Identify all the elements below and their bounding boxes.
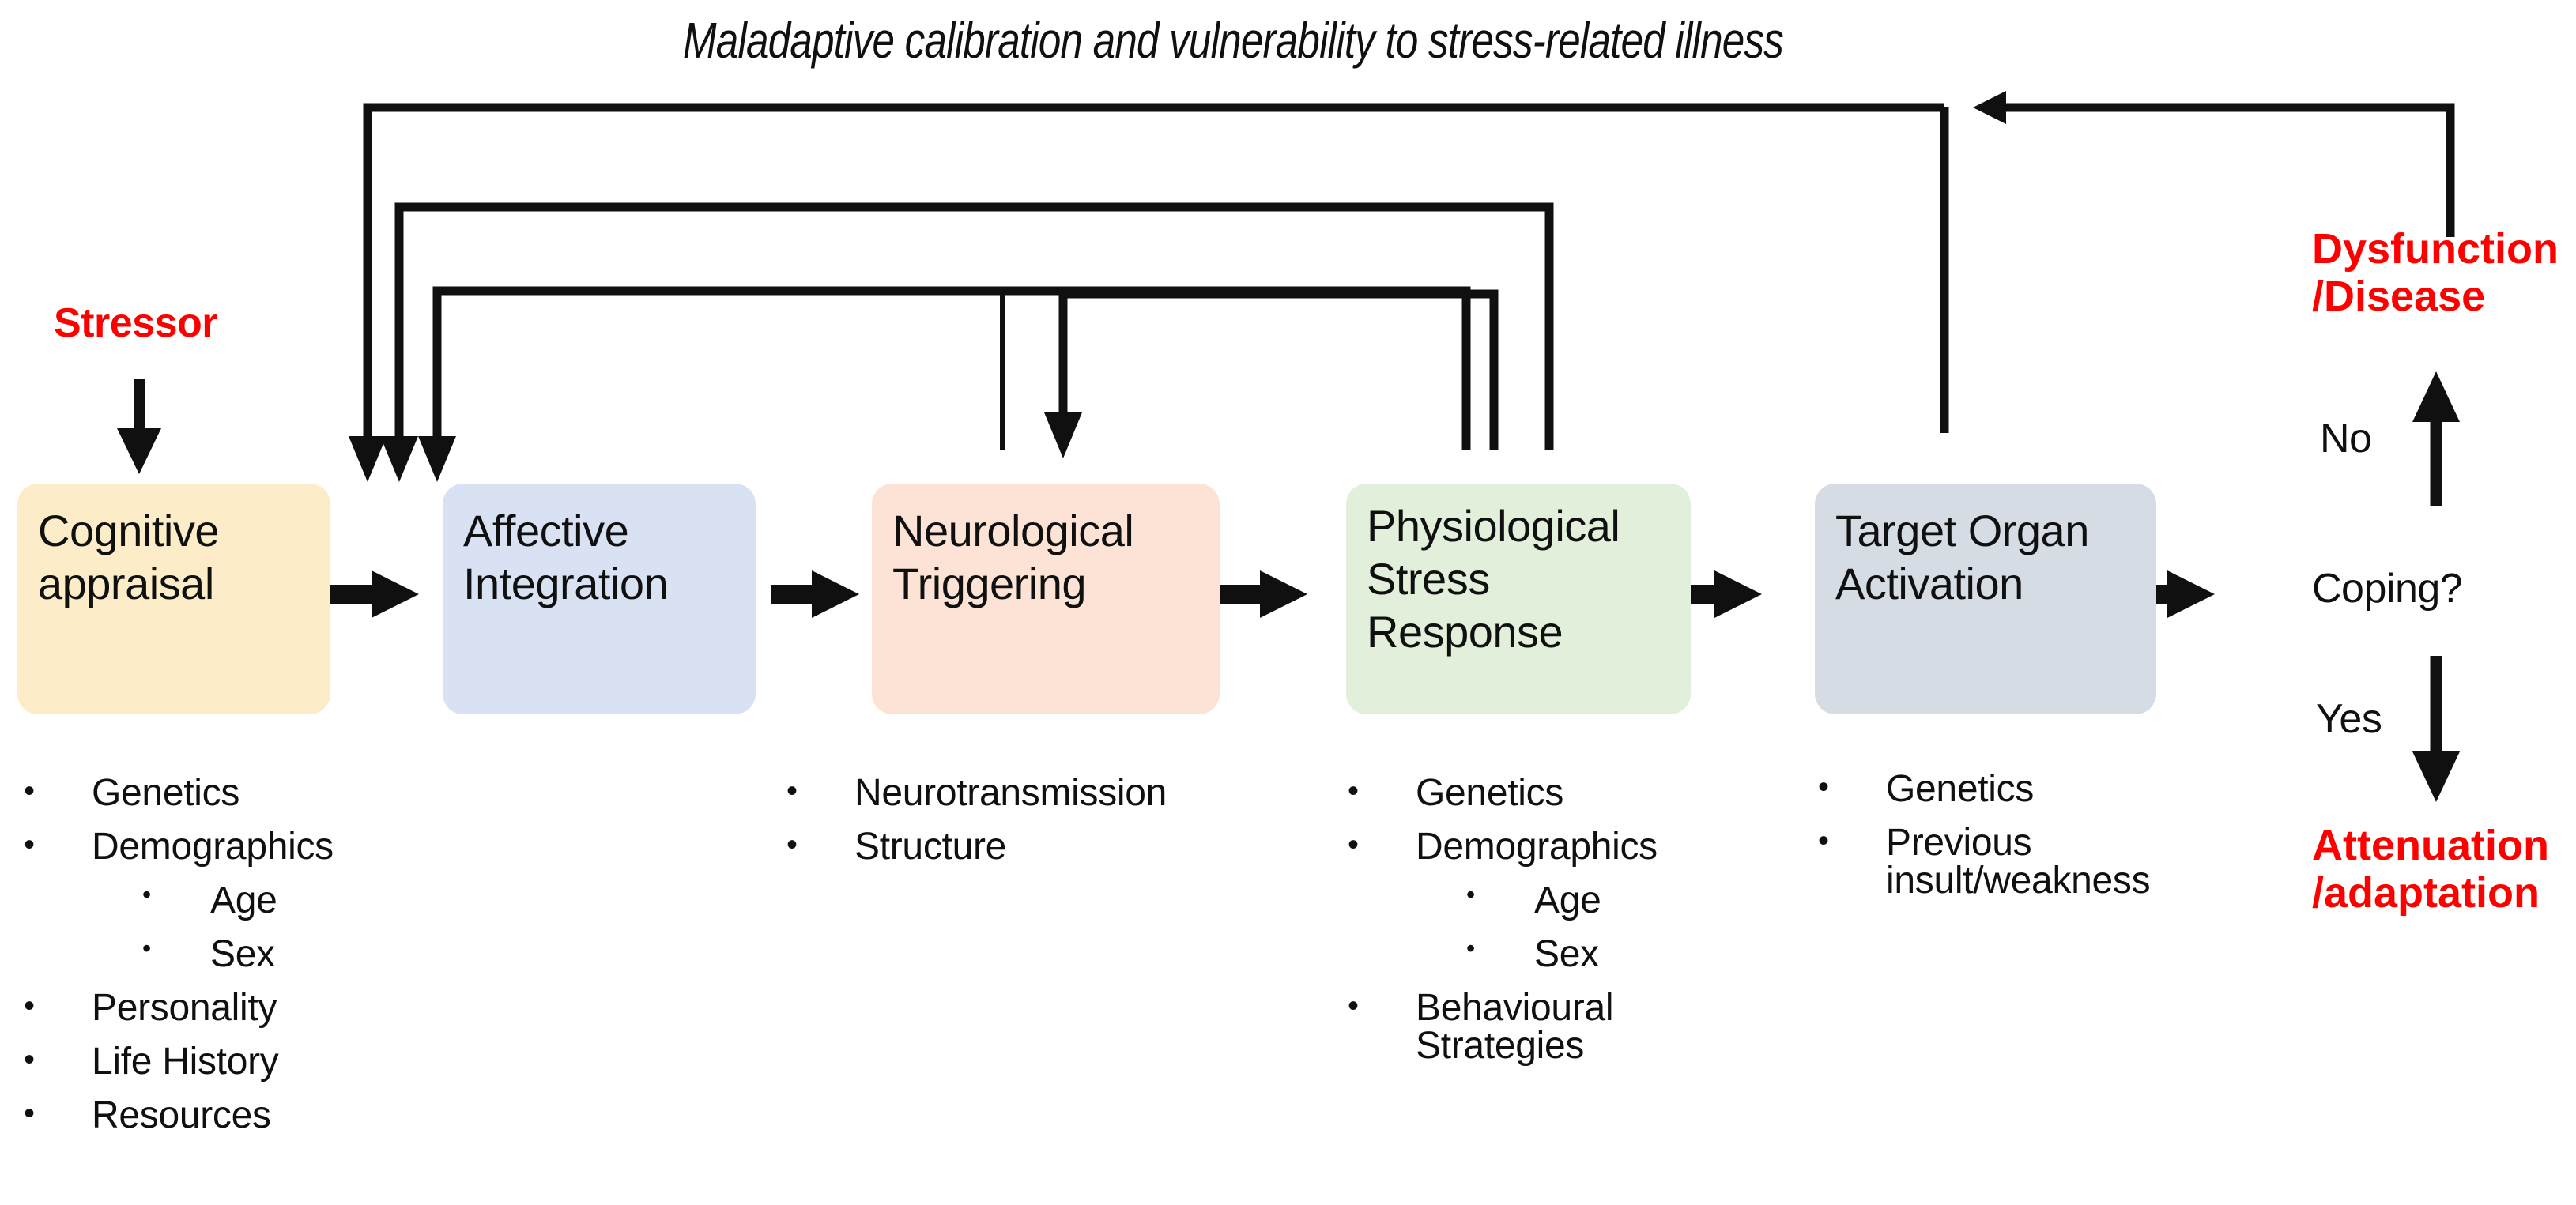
list-item: • Resources [24, 1097, 435, 1135]
list-item-label: Genetics [1886, 768, 2035, 810]
outcome-dysfunction-disease: Dysfunction /Disease [2312, 225, 2559, 321]
list-item: • Genetics [24, 774, 435, 812]
list-item: • Age [142, 879, 435, 921]
list-item-label: Age [210, 879, 277, 921]
list-item: • Sex [142, 933, 435, 975]
node-line: Integration [463, 559, 669, 609]
node-cognitive-appraisal[interactable]: Cognitive appraisal [17, 484, 330, 714]
bullet-icon: • [1348, 827, 1359, 862]
outcome-attenuation-adaptation: Attenuation /adaptation [2312, 822, 2549, 917]
list-item: • Previous insult/weakness [1818, 824, 2261, 900]
node-line: Affective [463, 506, 629, 555]
bullet-icon: • [24, 827, 35, 862]
list-item-label: Demographics [92, 826, 334, 868]
list-item-label: Demographics [1416, 826, 1658, 868]
stressor-arrowhead [117, 428, 161, 474]
arrowhead-cognitive-2 [380, 436, 418, 482]
node-physiological-stress-response[interactable]: Physiological Stress Response [1346, 484, 1691, 714]
yes-branch-arrowhead [2412, 751, 2460, 802]
list-item: • Demographics [1348, 828, 1775, 866]
node-line: Cognitive [38, 506, 219, 555]
node-affective-integration[interactable]: Affective Integration [443, 484, 756, 714]
feedback-loop-outer [363, 103, 2455, 457]
list-item: • Sex [1466, 933, 1775, 975]
decision-coping: Coping? [2312, 566, 2463, 612]
list-item-label: Sex [210, 933, 275, 975]
node-line: Triggering [892, 559, 1087, 609]
node-line: Stress [1367, 554, 1490, 604]
list-physiological-factors: • Genetics • Demographics • Age • Sex • … [1348, 774, 1775, 1081]
list-item-label: Life History [92, 1041, 279, 1083]
node-line: Target Organ [1835, 506, 2089, 555]
bullet-icon: • [786, 827, 798, 862]
bullet-icon: • [1348, 988, 1359, 1023]
list-item: • Demographics [24, 828, 435, 866]
list-item-label: Previous insult/weakness [1886, 822, 2151, 902]
node-line: Neurological [892, 506, 1134, 555]
feedback-arrowhead-left [1973, 91, 2006, 124]
list-item: • Age [1466, 879, 1775, 921]
list-item-label: Sex [1534, 933, 1599, 975]
list-item: • Neurotransmission [786, 774, 1292, 812]
bullet-icon: • [1466, 934, 1475, 962]
bullet-icon: • [24, 1096, 35, 1131]
list-item-label: Age [1534, 879, 1601, 921]
feedback-loop-thin [451, 288, 1005, 450]
list-item: • Life History [24, 1043, 435, 1081]
bullet-icon: • [1818, 823, 1829, 858]
node-neurological-triggering[interactable]: Neurological Triggering [872, 484, 1220, 714]
list-target-organ-factors: • Genetics • Previous insult/weakness [1818, 770, 2261, 916]
list-item-label: Genetics [92, 772, 240, 814]
list-item-label: Neurotransmission [854, 772, 1167, 814]
chain-arrow-3 [1219, 570, 1307, 618]
node-target-organ-activation[interactable]: Target Organ Activation [1815, 484, 2156, 714]
bullet-icon: • [24, 1042, 35, 1077]
list-item-label: Resources [92, 1094, 271, 1136]
list-item: • Genetics [1348, 774, 1775, 812]
list-item: • Genetics [1818, 770, 2261, 808]
arrowhead-cognitive-3 [418, 436, 456, 482]
stressor-label: Stressor [54, 300, 218, 346]
bullet-icon: • [24, 988, 35, 1023]
bullet-icon: • [786, 774, 798, 808]
list-item-label: Personality [92, 987, 277, 1029]
list-item-label: Genetics [1416, 772, 1564, 814]
list-item: • Behavioural Strategies [1348, 989, 1775, 1065]
arrowhead-neuro [1044, 412, 1082, 458]
node-line: Physiological [1367, 501, 1620, 551]
bullet-icon: • [142, 880, 151, 909]
list-neurological-factors: • Neurotransmission • Structure [786, 774, 1292, 882]
node-line: Activation [1835, 559, 2023, 609]
arrowhead-cognitive-1 [349, 436, 387, 482]
chain-arrow-2 [771, 570, 859, 618]
node-line: appraisal [38, 559, 214, 609]
list-item: • Personality [24, 989, 435, 1027]
bullet-icon: • [24, 774, 35, 808]
list-item-label: Behavioural Strategies [1416, 987, 1614, 1067]
list-item-label: Structure [854, 826, 1007, 868]
bullet-icon: • [1818, 770, 1829, 804]
feedback-loop-neuro [1058, 289, 1499, 450]
list-cognitive-factors: • Genetics • Demographics • Age • Sex • … [24, 774, 435, 1150]
bullet-icon: • [142, 934, 151, 962]
feedback-loop-inner [432, 286, 1471, 457]
chain-arrow-1 [330, 570, 419, 618]
list-item: • Structure [786, 828, 1292, 866]
branch-label-no: No [2320, 416, 2372, 461]
bullet-icon: • [1466, 880, 1475, 909]
diagram-title: Maladaptive calibration and vulnerabilit… [682, 12, 1784, 69]
node-line: Response [1367, 607, 1563, 657]
bullet-icon: • [1348, 774, 1359, 808]
no-branch-arrowhead [2412, 371, 2460, 422]
branch-label-yes: Yes [2316, 696, 2382, 742]
feedback-loop-middle [394, 202, 1554, 457]
